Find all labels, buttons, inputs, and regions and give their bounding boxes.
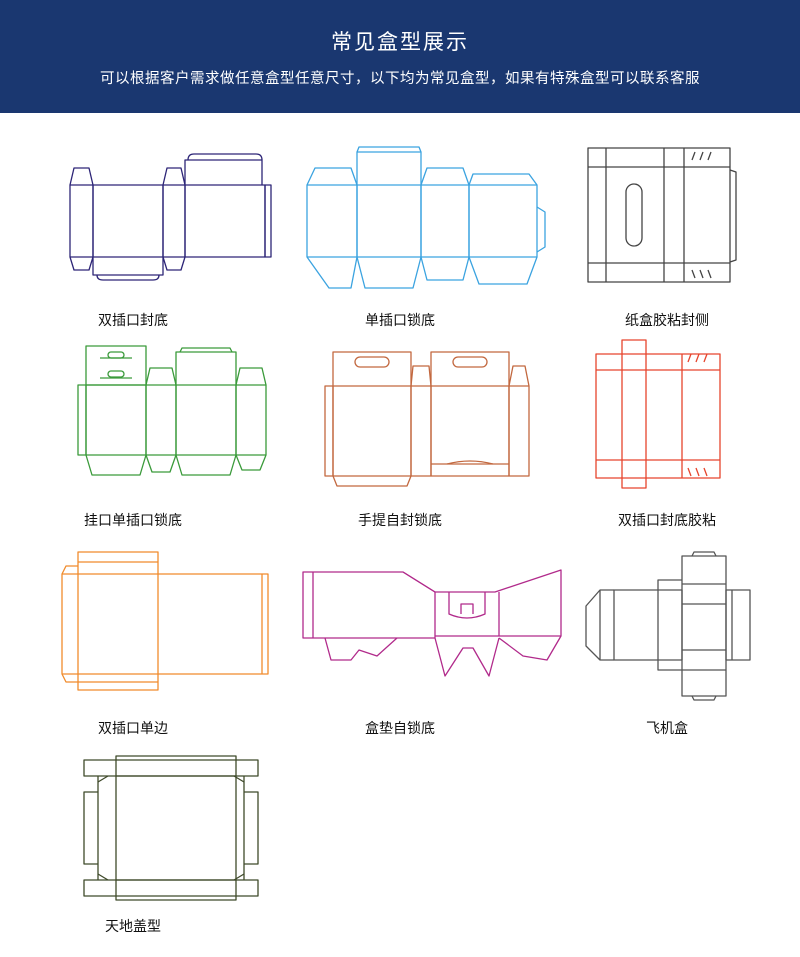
box-card-glued-side: 纸盒胶粘封侧	[534, 140, 800, 340]
box-diagram-mailer-box	[585, 551, 751, 701]
box-card-handle-self-lock: 手提自封锁底	[267, 340, 533, 540]
box-diagram-handle-self-lock	[324, 351, 530, 487]
box-diagram-tuck-top-lock-bottom	[306, 146, 546, 289]
box-diagram-hanger-tuck-lock-bottom	[77, 345, 267, 476]
box-label: 盒垫自锁底	[365, 721, 435, 737]
box-label: 单插口锁底	[365, 313, 435, 329]
box-card-double-tuck-glued: 双插口封底胶粘	[534, 339, 800, 540]
box-diagram-lid-and-base	[83, 755, 259, 901]
box-label: 双插口单边	[98, 721, 168, 737]
box-card-hanger-tuck-lock-bottom: 挂口单插口锁底	[0, 340, 267, 540]
box-label: 纸盒胶粘封侧	[625, 313, 709, 329]
box-diagram-double-tuck-single-side	[61, 551, 269, 691]
box-card-mailer-box: 飞机盒	[534, 548, 800, 748]
box-card-insert-self-lock: 盒垫自锁底	[267, 548, 562, 748]
box-label: 天地盖型	[105, 919, 161, 935]
page-title: 常见盒型展示	[331, 30, 469, 54]
box-label: 双插口封底胶粘	[618, 513, 716, 529]
box-diagram-glued-side	[587, 147, 737, 283]
box-label: 手提自封锁底	[358, 513, 442, 529]
box-card-lid-and-base: 天地盖型	[0, 752, 266, 952]
box-diagram-double-tuck-end	[69, 153, 272, 281]
box-diagram-insert-self-lock	[302, 569, 562, 677]
box-card-tuck-top-lock-bottom: 单插口锁底	[267, 140, 546, 340]
box-label: 挂口单插口锁底	[84, 513, 182, 529]
box-label: 飞机盒	[646, 721, 688, 737]
box-card-double-tuck-end: 双插口封底	[0, 140, 272, 340]
box-label: 双插口封底	[98, 313, 168, 329]
box-card-double-tuck-single-side: 双插口单边	[0, 548, 269, 748]
page-subtitle: 可以根据客户需求做任意盒型任意尺寸，以下均为常见盒型，如果有特殊盒型可以联系客服	[100, 71, 700, 87]
header-banner: 常见盒型展示 可以根据客户需求做任意盒型任意尺寸，以下均为常见盒型，如果有特殊盒…	[0, 0, 800, 113]
box-diagram-double-tuck-glued	[595, 339, 721, 489]
